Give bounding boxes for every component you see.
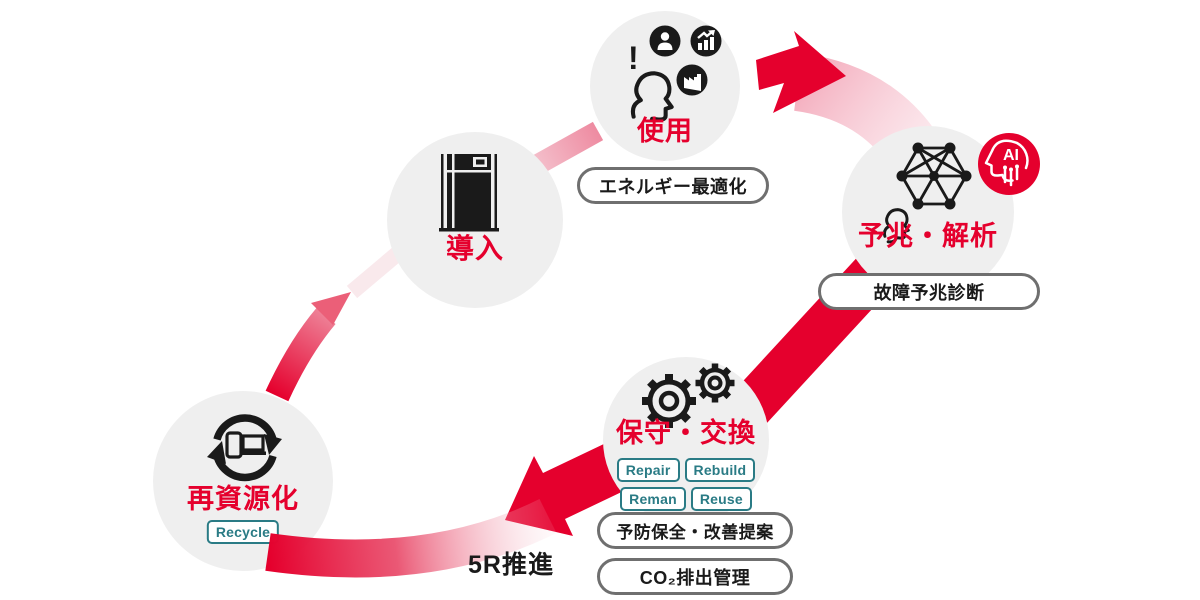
stage-label-prediction: 予兆・解析	[858, 221, 998, 251]
five-r-label: 5R推進	[468, 551, 554, 579]
tag-reuse: Reuse	[690, 487, 752, 512]
ai-head-icon: AI	[984, 139, 1029, 187]
pill-co2-emission-management: CO₂排出管理	[597, 558, 793, 595]
chart-badge-icon	[690, 25, 722, 57]
person-badge-icon	[649, 25, 681, 57]
maintenance-tags: Repair Rebuild Reman Reuse	[611, 458, 761, 512]
ai-badge-label: AI	[1003, 147, 1019, 164]
tag-recycle: Recycle	[206, 520, 280, 545]
band-introduction-to-use	[531, 121, 604, 175]
phone-icon	[225, 431, 243, 459]
laptop-icon	[241, 434, 265, 452]
ai-badge: AI	[978, 133, 1040, 195]
pill-preventive-maintenance: 予防保全・改善提案	[597, 512, 793, 549]
pill-energy-optimization: エネルギー最適化	[577, 167, 769, 204]
arrow-use-to-prediction	[756, 31, 846, 113]
stage-node-recycling: 再資源化 Recycle	[153, 391, 333, 571]
user-insights-icon: !	[628, 25, 722, 121]
svg-text:!: !	[628, 40, 639, 76]
arrow-recycling-to-introduction-body	[265, 307, 336, 402]
arrow-recycling-to-introduction-head	[311, 292, 351, 325]
analyst-head-icon	[883, 208, 910, 244]
machine-icon	[439, 154, 499, 232]
stage-node-maintenance: 保守・交換 Repair Rebuild Reman Reuse	[603, 357, 769, 523]
recycle-icon	[207, 414, 282, 482]
factory-badge-icon	[676, 64, 708, 96]
pill-failure-prediction-diagnosis: 故障予兆診断	[818, 273, 1040, 310]
tag-rebuild: Rebuild	[684, 458, 756, 483]
stage-node-use: !	[590, 11, 740, 161]
stage-label-maintenance: 保守・交換	[616, 418, 756, 448]
stage-label-use: 使用	[637, 116, 693, 146]
gears-icon	[642, 363, 735, 428]
stage-node-introduction: 導入	[387, 132, 563, 308]
tag-repair: Repair	[616, 458, 680, 483]
stage-label-recycling: 再資源化	[187, 484, 299, 514]
tag-reman: Reman	[620, 487, 686, 512]
stage-label-introduction: 導入	[445, 233, 504, 264]
